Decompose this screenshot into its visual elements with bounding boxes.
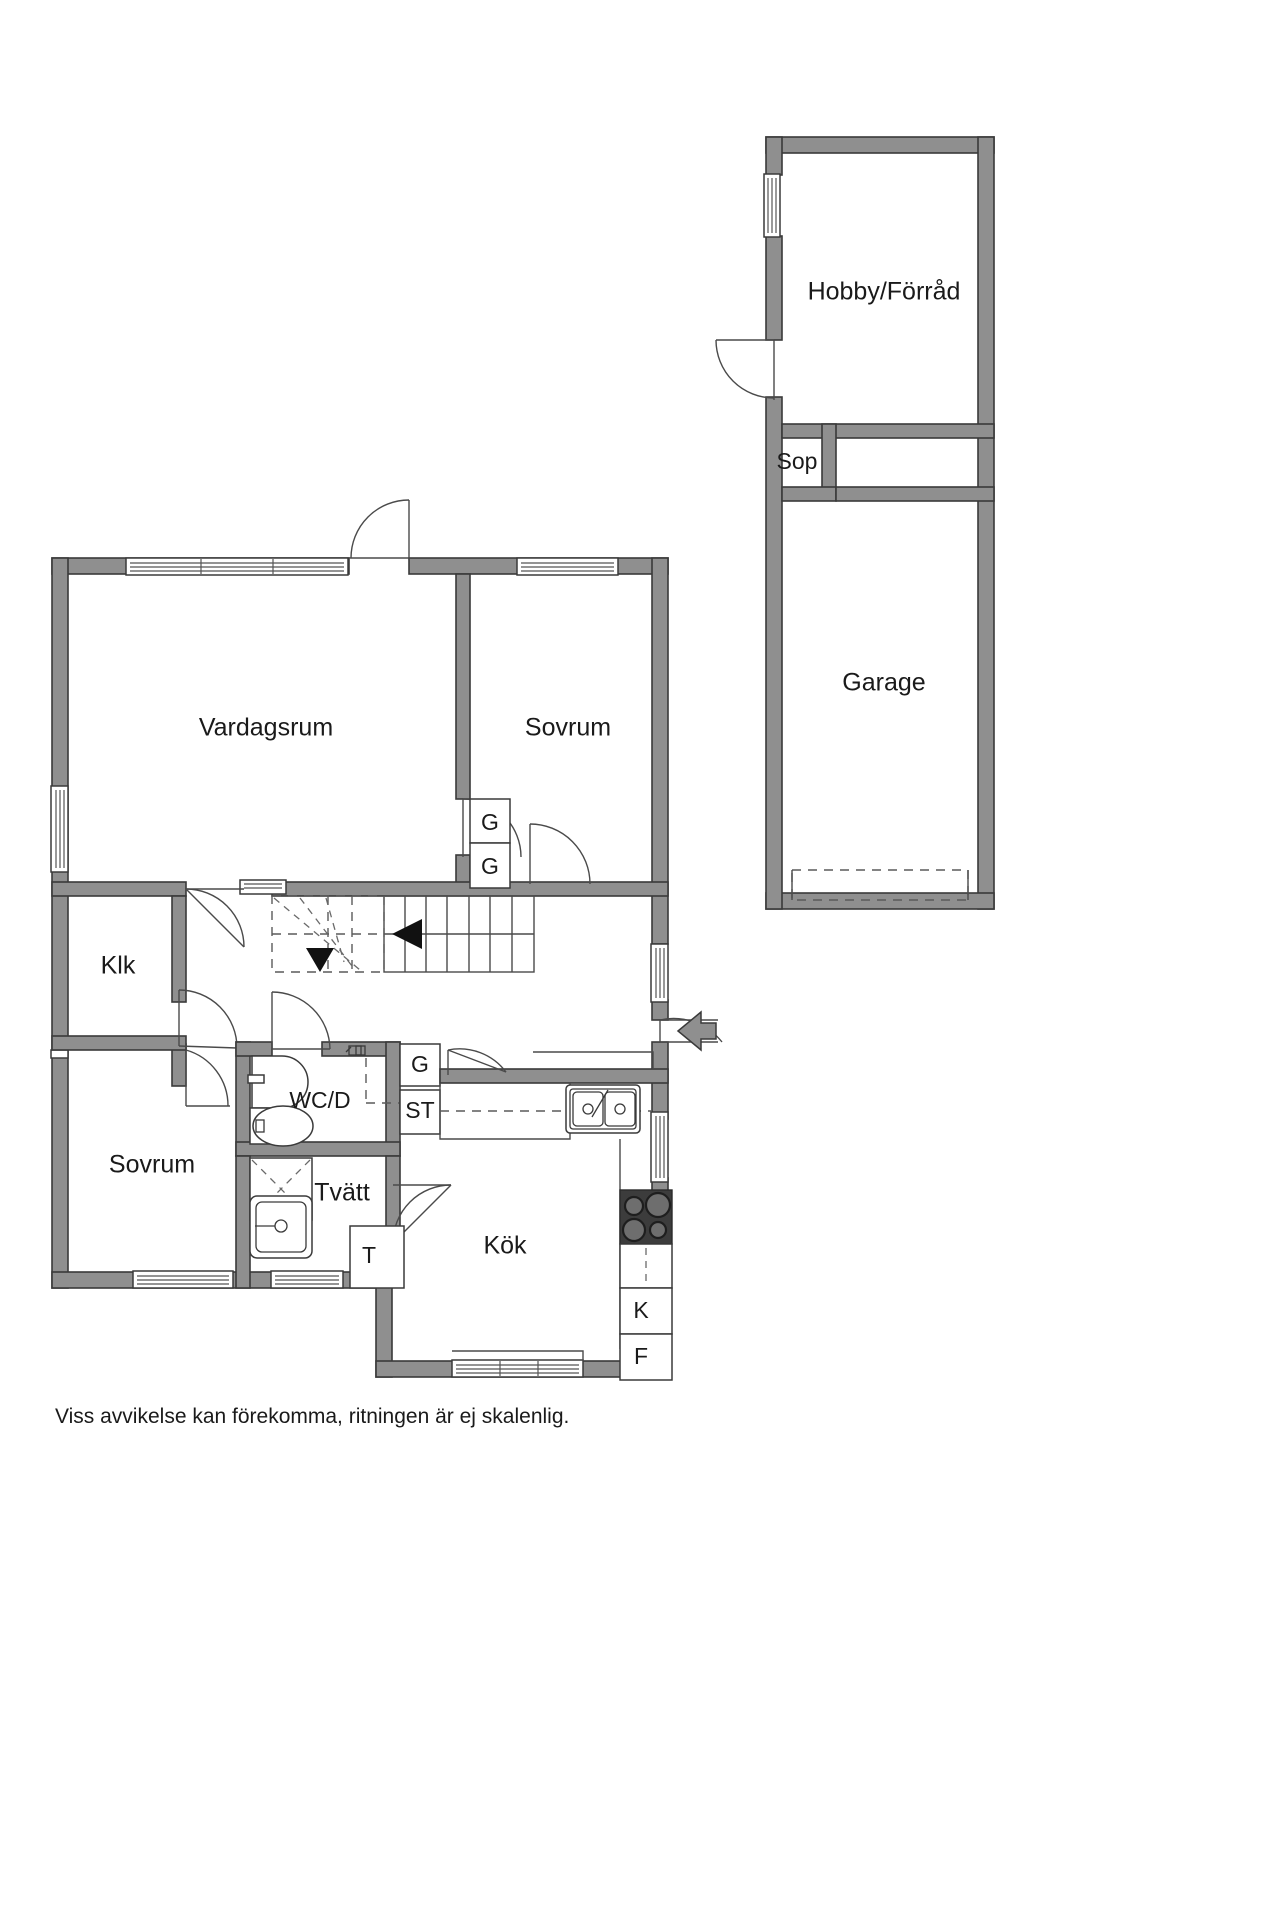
room-label-klk: Klk <box>101 952 136 980</box>
closet-st-box[interactable] <box>399 1089 441 1135</box>
window-hall <box>239 879 287 895</box>
wall-sop-bottom <box>781 486 837 502</box>
kok-cabinet-k: K <box>619 1287 673 1335</box>
closet-g-bottom-box[interactable] <box>469 842 511 889</box>
landing-direction-arrow-down <box>306 948 334 972</box>
plan-caption: Viss avvikelse kan förekomma, ritningen … <box>55 1405 569 1428</box>
front-door-north[interactable] <box>349 499 410 560</box>
hall-counter-edge <box>533 1051 654 1069</box>
tvatt-sink <box>249 1195 313 1259</box>
garage-wall-left-a <box>765 136 783 176</box>
door-vardagsrum-hall[interactable] <box>185 888 245 948</box>
cabinet-t: T <box>349 1225 405 1289</box>
garage-wall-left-b <box>765 235 783 341</box>
closet-hall-group: G ST <box>399 1043 441 1135</box>
closet-label-g-hall: G <box>411 1051 429 1077</box>
closet-label-st: ST <box>405 1097 434 1123</box>
wall-klk-bottom <box>51 1035 187 1051</box>
entry-direction-arrow <box>676 1010 717 1052</box>
stair-direction-arrow-left <box>392 919 422 949</box>
door-wc[interactable] <box>271 991 331 1050</box>
garage-wall-bottom <box>765 892 995 910</box>
room-label-kok: Kök <box>483 1232 527 1260</box>
window-entry-east <box>650 943 669 1003</box>
wall-kok-top <box>439 1068 669 1084</box>
wc-toilet <box>249 1105 314 1147</box>
window-vardagsrum-west <box>50 785 69 873</box>
hobby-door[interactable] <box>715 339 775 400</box>
room-label-tvatt: Tvätt <box>314 1179 370 1207</box>
room-label-hobby: Hobby/Förråd <box>808 278 961 306</box>
main-house: G G <box>50 499 723 1381</box>
garage-door-symbol <box>791 869 969 901</box>
kok-cabinet-f: F <box>619 1333 673 1381</box>
house-wall-left <box>51 557 69 1289</box>
room-label-sovrum-upper: Sovrum <box>525 714 611 742</box>
door-klk[interactable] <box>178 989 238 1049</box>
cabinet-label-t: T <box>362 1242 376 1268</box>
window-klk-west <box>50 1049 69 1059</box>
door-sovrum-lower[interactable] <box>185 1049 230 1107</box>
kok-cabinet-f-box[interactable] <box>619 1333 673 1381</box>
kok-label-k: K <box>633 1297 649 1323</box>
hobby-window <box>763 173 781 238</box>
staircase <box>271 895 535 973</box>
window-sovrum-north <box>516 557 619 576</box>
cabinet-t-box[interactable] <box>349 1225 405 1289</box>
wall-klk-right-a <box>171 895 187 1003</box>
garage-wall-right <box>977 136 995 910</box>
garage-wall-top <box>765 136 995 154</box>
window-sovrum-south <box>132 1270 234 1289</box>
room-label-sovrum-lower: Sovrum <box>109 1151 195 1179</box>
kok-counter-south <box>452 1350 584 1361</box>
room-label-garage: Garage <box>842 669 925 697</box>
window-vardagsrum-north <box>125 557 349 576</box>
entry-door-east[interactable] <box>659 1010 723 1052</box>
closet-label-g-bottom: G <box>481 853 499 879</box>
wall-tvatt-left <box>235 1155 251 1289</box>
room-label-sop: Sop <box>777 448 818 474</box>
wall-vardagsrum-sovrum <box>455 573 471 800</box>
wall-hall-top-left <box>51 881 187 897</box>
closet-g-group: G G <box>469 798 511 889</box>
closet-g-top-box[interactable] <box>469 798 511 844</box>
wc-washer-tap <box>345 1045 366 1056</box>
wall-garage-top <box>835 486 995 502</box>
wall-wc-left <box>235 1041 251 1157</box>
wall-wc-top-a <box>235 1041 273 1057</box>
garage-building: Hobby/Förråd Sop Garage <box>715 136 995 910</box>
wall-wc-right <box>385 1041 401 1157</box>
house-wall-right-b <box>651 999 669 1021</box>
window-kok-east <box>650 1111 669 1183</box>
window-kok-south <box>451 1359 584 1378</box>
kok-sink <box>565 1084 641 1134</box>
closet-g-hall-box[interactable] <box>399 1043 441 1087</box>
window-tvatt-south <box>270 1270 344 1289</box>
closet-label-g-top: G <box>481 809 499 835</box>
door-hall-east[interactable] <box>529 823 591 885</box>
kok-label-f: F <box>634 1343 648 1369</box>
wall-hobby-sop <box>781 423 995 439</box>
kok-hob <box>619 1189 673 1245</box>
wall-sop-right <box>821 423 837 495</box>
door-kok[interactable] <box>447 1048 507 1075</box>
room-label-wc: WC/D <box>289 1087 350 1113</box>
room-label-vardagsrum: Vardagsrum <box>199 714 333 742</box>
